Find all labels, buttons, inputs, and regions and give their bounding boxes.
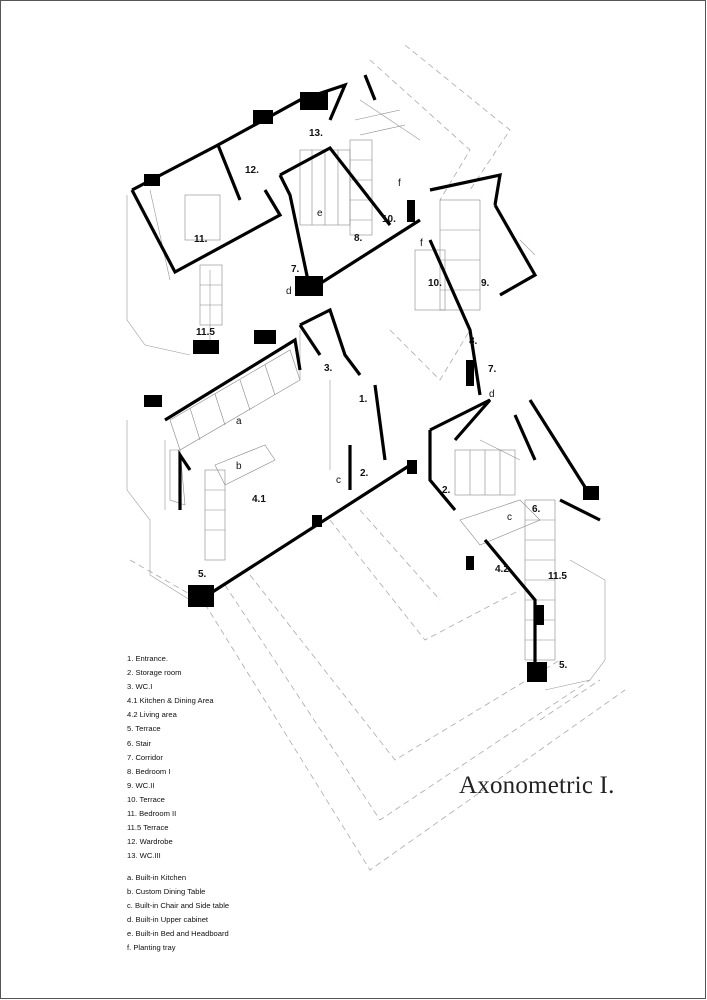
label-room-6: 6.	[532, 504, 541, 515]
label-furniture-b: b	[236, 461, 242, 472]
label-room-10-right: 10.	[428, 278, 442, 289]
label-room-11: 11.	[194, 234, 208, 245]
label-room-7-upper: 7.	[291, 264, 300, 275]
label-room-4-2: 4.2	[495, 564, 509, 575]
legend-item: 11.5 Terrace	[127, 823, 169, 833]
walls	[130, 74, 601, 670]
legend-item: 6. Stair	[127, 738, 152, 748]
legend-item: a. Built-in Kitchen	[127, 873, 187, 882]
legend-item: 11. Bedroom II	[127, 809, 177, 819]
legend-item: 5. Terrace	[127, 724, 161, 734]
projection-lines	[129, 44, 626, 871]
plan-labels: 13. 12. 11. 10. 8. 7. 9. 10. 8. 7. 11.5 …	[194, 128, 568, 671]
construction-lines	[126, 99, 606, 691]
label-room-5-left: 5.	[198, 569, 207, 580]
fixture-grids	[169, 109, 556, 661]
label-room-5-right: 5.	[559, 660, 568, 671]
legend-item: 10. Terrace	[127, 794, 165, 804]
label-furniture-d-left: d	[286, 286, 292, 297]
legend-item: 9. WC.II	[127, 780, 155, 790]
label-room-13: 13.	[309, 128, 323, 139]
drawing-title: Axonometric I.	[459, 772, 615, 799]
legend-item: c. Built-in Chair and Side table	[127, 901, 230, 911]
label-furniture-e: e	[317, 208, 323, 219]
label-furniture-f-right: f	[420, 238, 423, 249]
label-furniture-c-right: c	[507, 512, 512, 523]
label-furniture-c-left: c	[336, 475, 341, 486]
label-furniture-f-upper: f	[398, 178, 401, 189]
legend-item: 7. Corridor	[127, 752, 163, 762]
room-legend: 1. Entrance. 2. Storage room 3. WC.I 4.1…	[127, 652, 214, 863]
legend-item: d. Built-in Upper cabinet	[127, 915, 209, 925]
legend-item: 13. WC.III	[127, 851, 161, 861]
label-room-8-right: 8.	[469, 336, 478, 347]
label-room-8-upper: 8.	[354, 233, 363, 244]
legend-item: 1. Entrance.	[127, 654, 168, 663]
label-room-11-5-right: 11.5	[548, 571, 567, 582]
legend-item: 4.1 Kitchen & Dining Area	[127, 696, 214, 706]
solid-wall-blocks	[144, 92, 599, 682]
label-room-10-upper: 10.	[382, 214, 396, 225]
label-room-2-right: 2.	[442, 485, 451, 496]
label-room-9: 9.	[481, 278, 490, 289]
legend-item: 4.2 Living area	[127, 710, 177, 720]
legend-item: 8. Bedroom I	[127, 766, 171, 776]
legend-item: 2. Storage room	[127, 668, 182, 678]
label-room-12: 12.	[245, 165, 259, 176]
label-room-7-right: 7.	[488, 364, 497, 375]
legend-item: 12. Wardrobe	[127, 837, 173, 847]
label-room-4-1: 4.1	[252, 494, 266, 505]
label-furniture-a: a	[236, 416, 242, 427]
label-furniture-d-right: d	[489, 389, 495, 400]
legend-item: e. Built-in Bed and Headboard	[127, 929, 229, 939]
furniture-legend: a. Built-in Kitchen b. Custom Dining Tab…	[127, 871, 229, 956]
label-room-11-5-left: 11.5	[196, 327, 215, 338]
label-room-2-left: 2.	[360, 468, 369, 479]
label-room-3: 3.	[324, 363, 333, 374]
legend-item: f. Planting tray	[127, 943, 176, 953]
legend-item: b. Custom Dining Table	[127, 887, 206, 897]
label-room-1: 1.	[359, 394, 368, 405]
legend-item: 3. WC.I	[127, 682, 153, 692]
